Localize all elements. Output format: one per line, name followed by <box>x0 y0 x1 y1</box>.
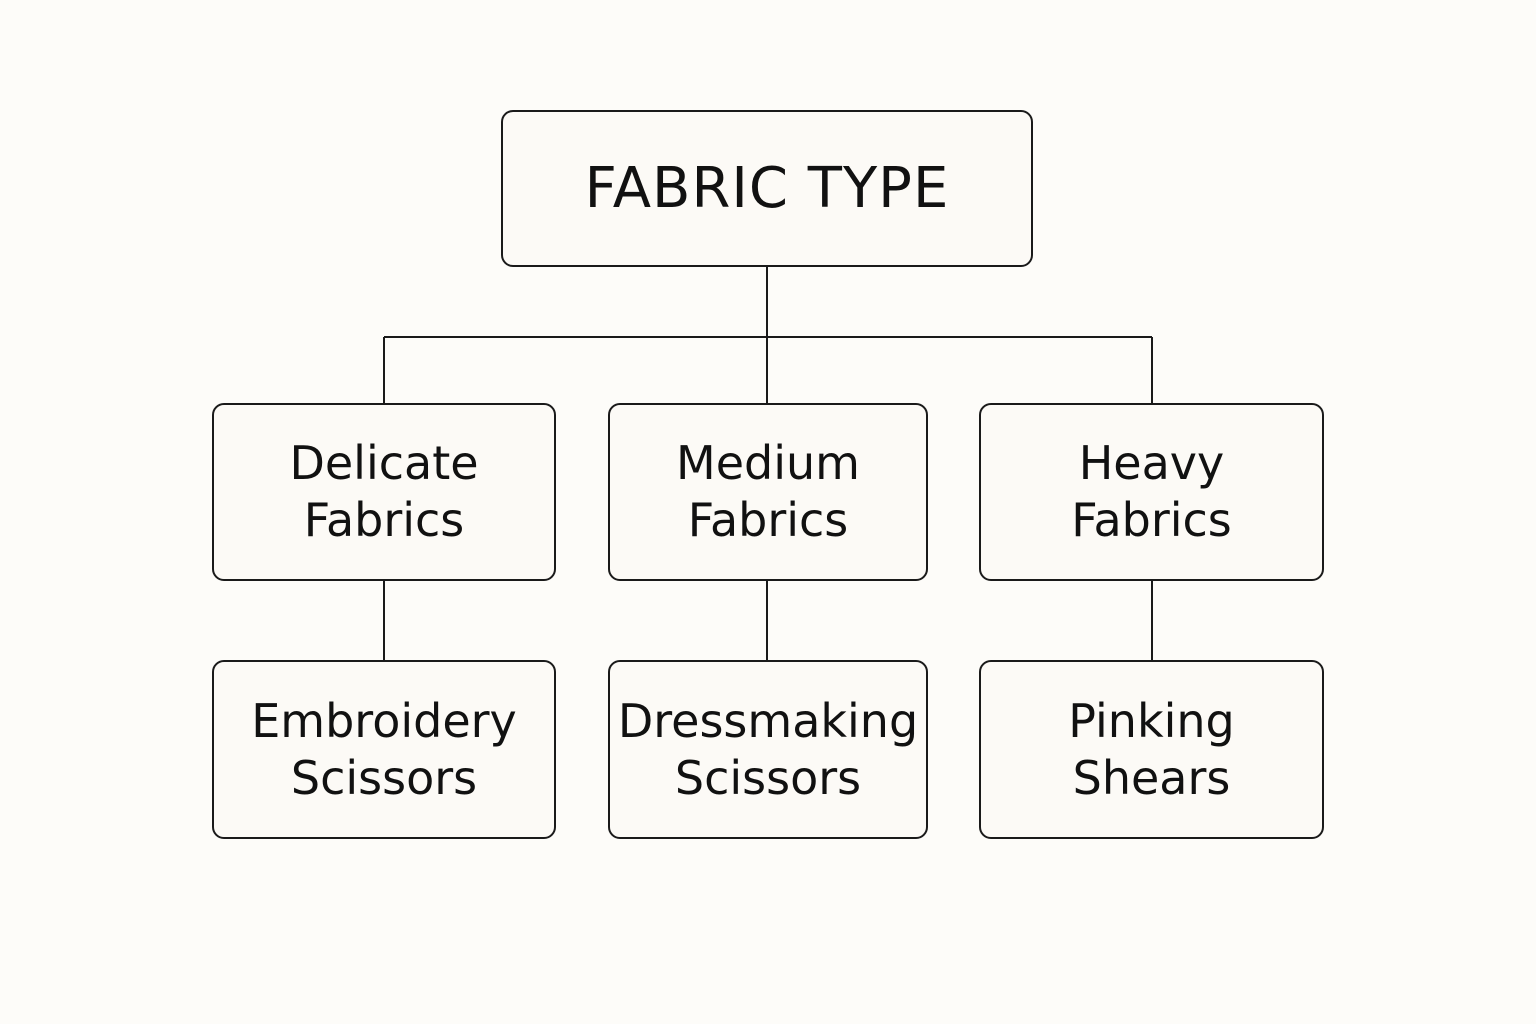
node-medium-fabrics-line1: Medium <box>676 436 860 490</box>
node-pinking-shears: Pinking Shears <box>979 660 1324 839</box>
node-heavy-fabrics: Heavy Fabrics <box>979 403 1324 581</box>
node-dressmaking-scissors-line1: Dressmaking <box>617 693 919 748</box>
node-pinking-shears-line2: Shears <box>1072 750 1231 805</box>
node-heavy-fabrics-line2: Fabrics <box>1071 493 1232 547</box>
node-dressmaking-scissors: Dressmaking Scissors <box>608 660 928 839</box>
node-embroidery-scissors-line1: Embroidery <box>251 693 517 748</box>
node-fabric-type: FABRIC TYPE <box>501 110 1033 267</box>
node-embroidery-scissors-line2: Scissors <box>290 750 478 805</box>
node-delicate-fabrics-line1: Delicate <box>289 436 479 490</box>
node-medium-fabrics: Medium Fabrics <box>608 403 928 581</box>
node-fabric-type-label: FABRIC TYPE <box>584 156 950 221</box>
node-delicate-fabrics-line2: Fabrics <box>303 493 465 547</box>
node-pinking-shears-line1: Pinking <box>1068 693 1235 748</box>
node-dressmaking-scissors-line2: Scissors <box>674 750 862 805</box>
node-heavy-fabrics-line1: Heavy <box>1078 436 1225 490</box>
node-delicate-fabrics: Delicate Fabrics <box>212 403 556 581</box>
node-embroidery-scissors: Embroidery Scissors <box>212 660 556 839</box>
node-medium-fabrics-line2: Fabrics <box>687 493 849 547</box>
